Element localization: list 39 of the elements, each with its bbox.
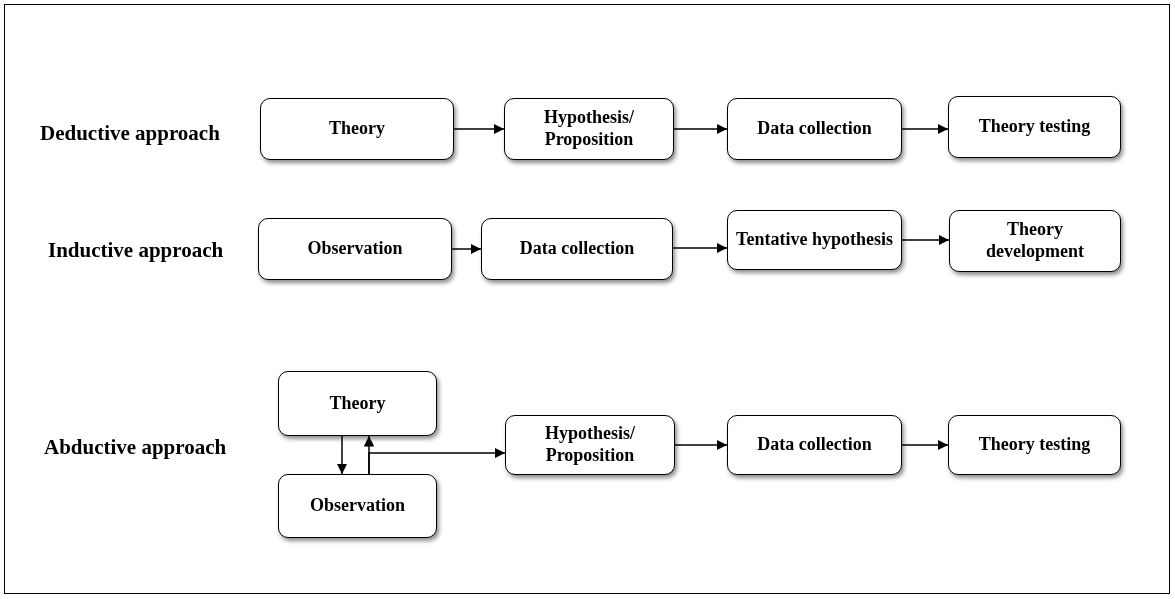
box-text: Tentative hypothesis (736, 229, 893, 251)
process-box (948, 96, 1121, 158)
box-text: Theory testing (978, 434, 1091, 456)
approach-label: Abductive approach (44, 434, 227, 461)
box-text: Data collection (757, 118, 872, 140)
box-text: Theory development (985, 219, 1085, 263)
box-text: Hypothesis/ Proposition (543, 107, 635, 151)
arrow (901, 234, 950, 246)
process-box (727, 210, 902, 270)
process-box (727, 98, 902, 160)
arrow (901, 123, 949, 135)
box-text: Hypothesis/ Proposition (544, 423, 636, 467)
arrow (673, 123, 728, 135)
arrow (336, 435, 348, 475)
process-box (504, 98, 674, 160)
arrow (453, 123, 505, 135)
arrow (674, 439, 728, 451)
arrow (901, 439, 949, 451)
process-box (260, 98, 454, 160)
approach-label: Deductive approach (40, 120, 220, 147)
process-box (727, 415, 902, 475)
process-box (949, 210, 1121, 272)
box-text: Observation (310, 495, 405, 517)
arrow (451, 243, 482, 255)
arrow (672, 242, 728, 254)
process-box (481, 218, 673, 280)
box-text: Theory testing (978, 116, 1091, 138)
box-text: Data collection (519, 238, 635, 260)
box-text: Theory (329, 118, 385, 140)
approach-label: Inductive approach (48, 237, 224, 264)
process-box (278, 371, 437, 436)
arrow (368, 447, 506, 475)
process-box (948, 415, 1121, 475)
process-box (258, 218, 452, 280)
box-text: Theory (329, 392, 386, 415)
box-text: Data collection (757, 434, 872, 456)
process-box (278, 474, 437, 538)
box-text: Observation (307, 238, 403, 260)
process-box (505, 415, 675, 475)
